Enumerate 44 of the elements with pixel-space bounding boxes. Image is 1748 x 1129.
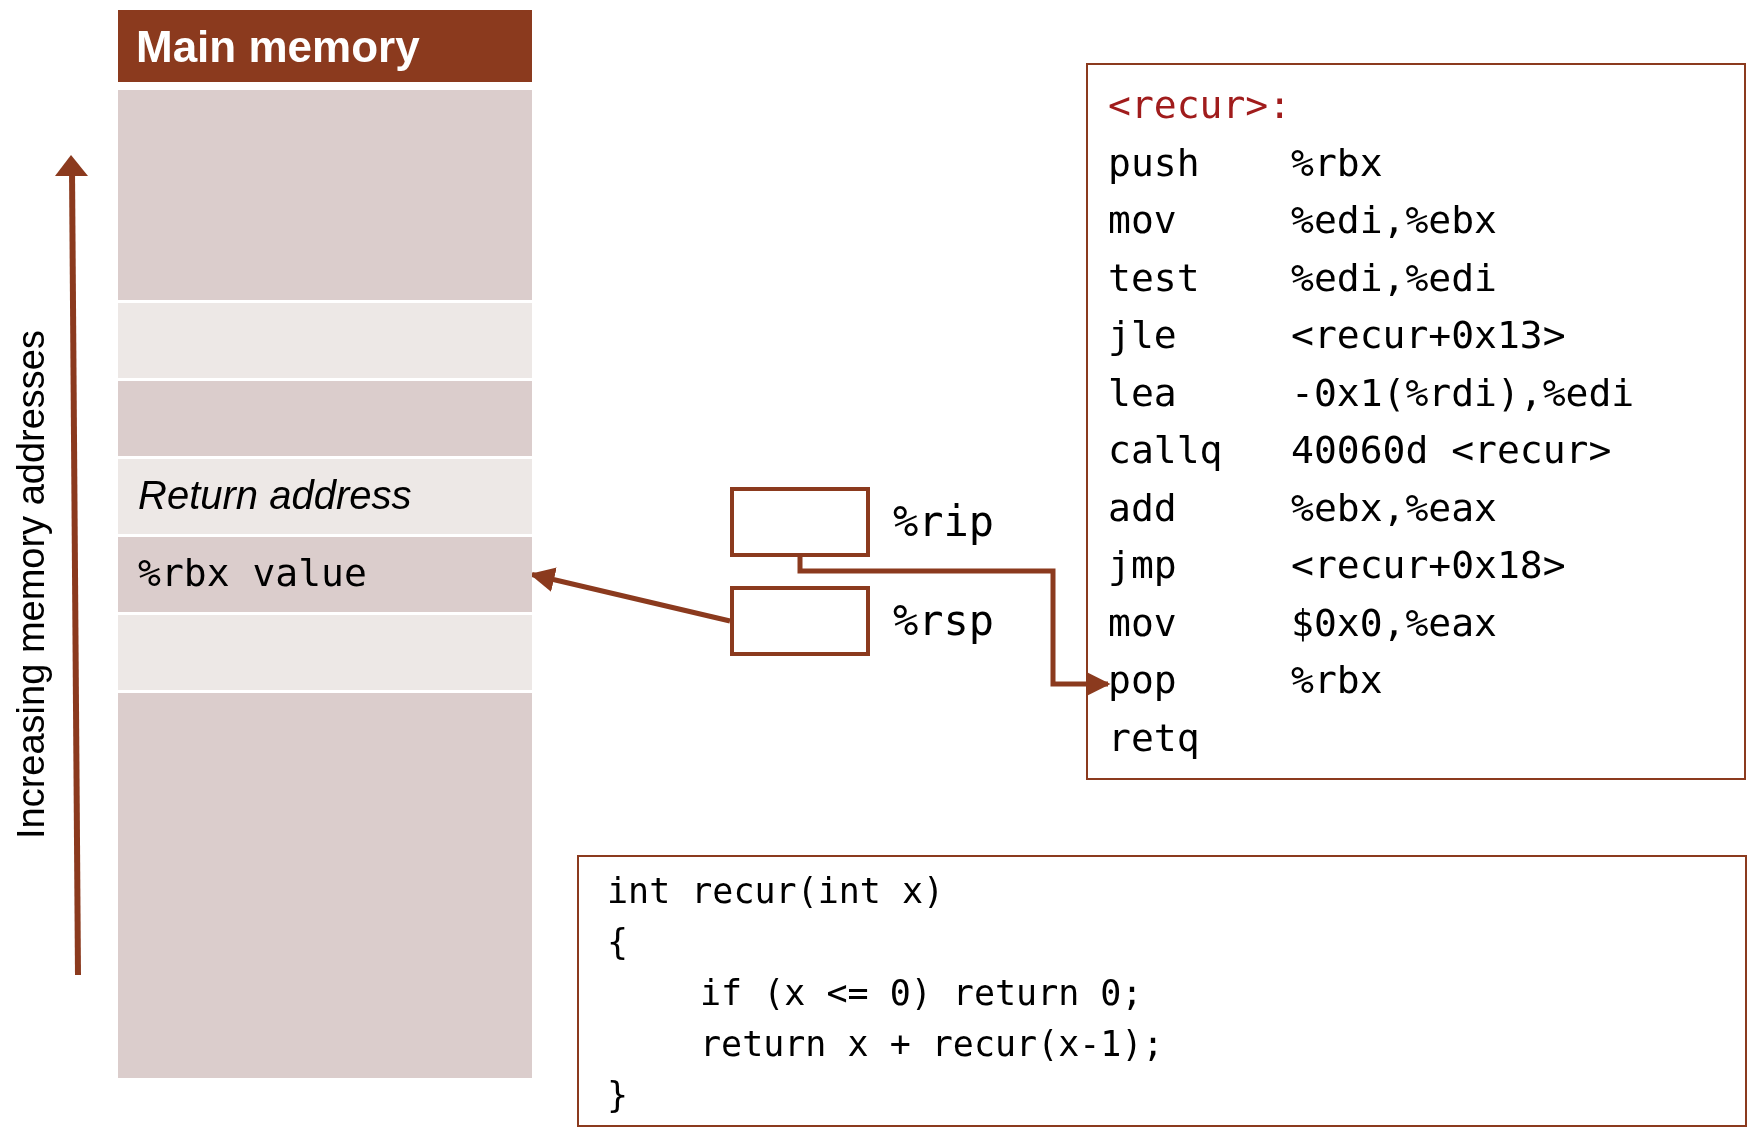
code-panel [577, 855, 1747, 1127]
instruction-operand: %rbx [1291, 140, 1383, 185]
instruction-operand: %edi,%edi [1291, 255, 1497, 300]
code-line: } [607, 1075, 629, 1115]
instruction-operand: %rbx [1291, 658, 1383, 702]
instruction-operand: -0x1(%rdi),%edi [1291, 370, 1635, 415]
instruction-mnemonic: jle [1108, 313, 1177, 357]
code-panel [1086, 63, 1746, 780]
memory-column [118, 10, 532, 1078]
memory-slot [118, 381, 532, 456]
instruction-operand: $0x0,%eax [1291, 600, 1497, 645]
instruction-mnemonic: test [1108, 255, 1200, 300]
instruction-mnemonic: retq [1108, 715, 1200, 760]
arrow [797, 557, 1111, 697]
function-label: <recur>: [1108, 83, 1292, 127]
slot-text: %rbx value [138, 551, 367, 595]
instruction-mnemonic: jmp [1108, 543, 1177, 587]
memory-slot [118, 90, 532, 300]
code-line: return x + recur(x-1); [700, 1024, 1164, 1064]
memory-slot [118, 537, 532, 612]
memory-slot [118, 615, 532, 690]
column-header: Main memory [118, 10, 532, 82]
instruction-mnemonic: lea [1108, 370, 1177, 415]
memory-slot [118, 459, 532, 534]
instruction-mnemonic: add [1108, 485, 1177, 530]
code-line: int recur(int x) [607, 871, 945, 911]
instruction-operand: <recur+0x13> [1291, 313, 1566, 357]
instruction-mnemonic: callq [1108, 428, 1223, 472]
instruction-mnemonic: mov [1108, 198, 1177, 242]
code-line: if (x <= 0) return 0; [700, 973, 1143, 1013]
memory-slot [118, 693, 532, 1078]
instruction-operand: 40060d <recur> [1291, 428, 1612, 472]
memory-slot [118, 303, 532, 378]
instruction-operand: %ebx,%eax [1291, 485, 1497, 530]
instruction-mnemonic: pop [1108, 658, 1177, 702]
instruction-operand: <recur+0x18> [1291, 543, 1566, 587]
instruction-mnemonic: push [1108, 140, 1200, 185]
register-name: %rip [893, 497, 995, 546]
instruction-operand: %edi,%ebx [1291, 198, 1497, 242]
code-line: { [607, 922, 629, 962]
register-name: %rsp [893, 596, 995, 645]
instruction-mnemonic: mov [1108, 600, 1177, 645]
slot-text: Return address [138, 473, 412, 518]
axis-label: Increasing memory addresses [10, 329, 53, 842]
